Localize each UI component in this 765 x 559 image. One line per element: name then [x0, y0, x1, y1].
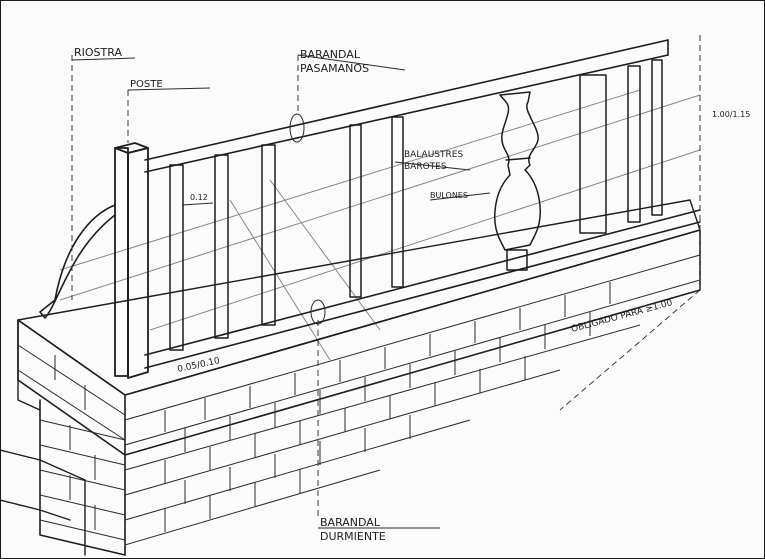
label-barandal-bottom: BARANDAL [320, 516, 381, 529]
label-poste: POSTE [130, 79, 163, 90]
label-underlines [71, 54, 491, 529]
turned-baluster [494, 91, 541, 271]
label-gap: 0.05/0.10 [177, 356, 222, 375]
stairs [0, 449, 86, 556]
label-durmiente: DURMIENTE [320, 530, 386, 543]
label-barotes: BAROTES [404, 162, 447, 172]
label-pasamanos: PASAMANOS [300, 62, 369, 75]
bottom-rail [144, 209, 701, 369]
label-balaustres: BALAUSTRES [404, 150, 463, 160]
leader-lines [71, 35, 701, 520]
label-height: 1.00/1.15 [712, 110, 750, 119]
label-bulones: BULONES [430, 191, 468, 200]
brace [39, 204, 116, 319]
label-required: OBLIGADO PARA ≥1.00 [570, 298, 674, 335]
post [114, 142, 149, 379]
label-spacing: 0.12 [190, 193, 208, 202]
label-barandal-top: BARANDAL [300, 48, 361, 61]
label-riostra: RIOSTRA [74, 46, 122, 59]
balusters [169, 59, 663, 351]
